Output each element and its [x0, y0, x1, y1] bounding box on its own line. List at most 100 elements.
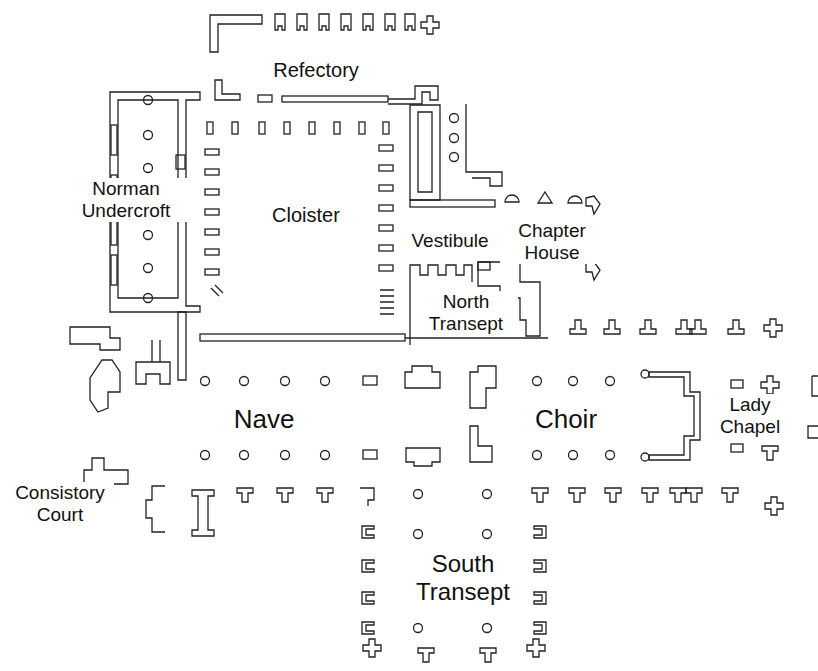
buttress	[534, 592, 546, 604]
area-label: Refectory	[271, 59, 361, 82]
buttress	[363, 639, 381, 657]
pier	[379, 265, 393, 271]
pier	[405, 366, 440, 388]
pier	[379, 165, 393, 171]
pier	[379, 185, 393, 191]
buttress	[277, 488, 293, 502]
column	[606, 377, 615, 386]
column	[281, 451, 290, 460]
pier	[379, 225, 393, 231]
buttress	[362, 592, 374, 604]
column	[483, 490, 492, 499]
column	[533, 377, 542, 386]
buttress	[319, 14, 329, 30]
buttress	[362, 526, 374, 538]
chapter-house-wall	[568, 196, 582, 203]
buttress	[764, 319, 782, 337]
wall-outlines	[70, 14, 818, 662]
area-label: Lady Chapel	[709, 394, 791, 438]
column	[144, 294, 153, 303]
pier	[205, 169, 219, 175]
buttress	[569, 488, 585, 502]
buttress	[297, 14, 307, 30]
wall-fragment	[812, 376, 818, 396]
buttress	[385, 14, 395, 30]
buttress	[360, 488, 374, 506]
column	[240, 377, 249, 386]
chapter-house-wall	[505, 195, 519, 202]
column	[450, 114, 459, 123]
buttress	[642, 488, 658, 502]
column	[641, 453, 649, 461]
column	[201, 377, 210, 386]
window	[111, 255, 117, 285]
buttress	[363, 14, 373, 30]
pier	[205, 189, 219, 195]
vestibule-wall	[410, 200, 495, 207]
buttress	[362, 622, 374, 634]
pier	[207, 122, 213, 134]
pier	[205, 149, 219, 155]
buttress	[686, 488, 702, 502]
east-range-wall	[466, 104, 502, 186]
west-wall	[90, 360, 120, 412]
pier	[205, 249, 219, 255]
west-wall	[178, 312, 186, 380]
pier	[205, 209, 219, 215]
column	[450, 153, 459, 162]
buttress	[690, 320, 706, 334]
buttress	[527, 639, 545, 657]
pier	[211, 285, 223, 296]
west-wall	[152, 340, 160, 362]
buttress	[728, 320, 744, 334]
buttress	[275, 14, 285, 30]
refectory-wall	[282, 96, 388, 102]
buttress	[534, 526, 546, 538]
buttress	[532, 488, 548, 502]
pier	[205, 269, 219, 275]
pier	[363, 450, 377, 459]
pier	[259, 122, 265, 134]
refectory-wall	[258, 95, 272, 102]
column	[201, 451, 210, 460]
buttress	[604, 320, 620, 334]
window	[111, 125, 117, 155]
refectory-wall	[210, 15, 262, 52]
column	[569, 377, 578, 386]
column	[483, 530, 492, 539]
pier	[380, 290, 394, 314]
column	[414, 490, 423, 499]
chapter-house-wall	[586, 196, 600, 214]
column	[414, 530, 423, 539]
buttress	[237, 488, 253, 502]
pier	[383, 122, 389, 134]
west-wall	[70, 327, 120, 350]
pier	[363, 376, 377, 385]
column	[450, 134, 459, 143]
buttress	[670, 488, 686, 502]
buttress	[421, 16, 439, 34]
pier	[284, 122, 290, 134]
buttress	[480, 648, 496, 662]
choir-screen	[649, 372, 700, 460]
pier	[379, 145, 393, 151]
buttress	[418, 648, 434, 662]
pier	[379, 205, 393, 211]
east-range-wall	[418, 112, 432, 192]
area-label: Cloister	[270, 204, 342, 227]
pier	[406, 448, 440, 466]
chapter-house-wall	[586, 262, 600, 280]
north-wall	[405, 337, 548, 338]
buttress	[317, 488, 333, 502]
column	[321, 451, 330, 460]
wall-fragment	[808, 426, 818, 438]
west-wall	[136, 362, 170, 384]
column	[144, 131, 153, 140]
crossing-pier	[470, 366, 496, 408]
refectory-wall	[388, 86, 438, 104]
column	[240, 451, 249, 460]
pier	[205, 229, 219, 235]
buttress	[765, 497, 783, 515]
column	[641, 370, 649, 378]
